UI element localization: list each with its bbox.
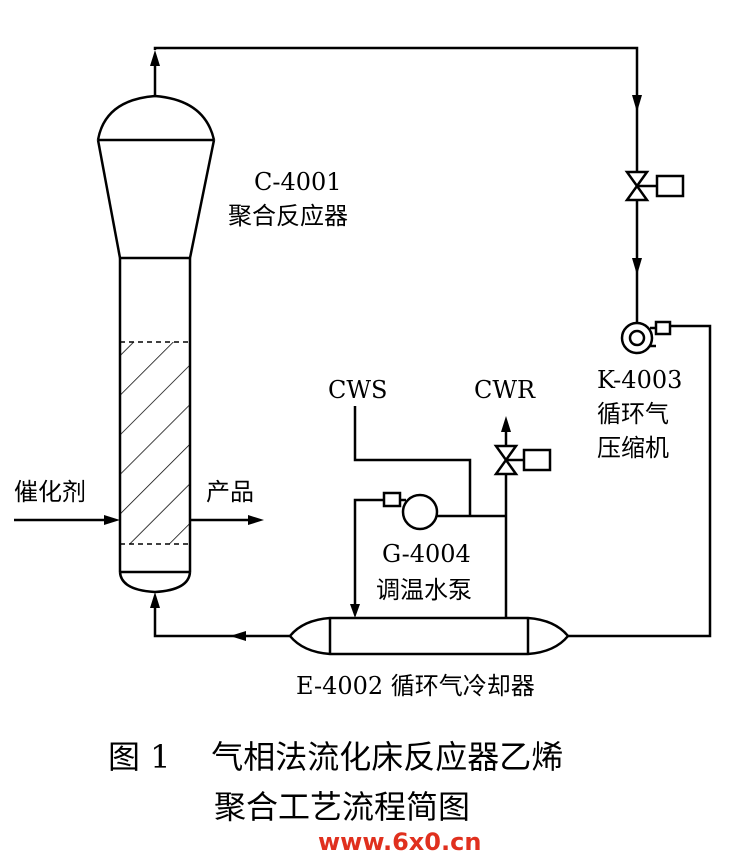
reactor-tag: C-4001: [254, 168, 342, 196]
arrow-right-icon: [248, 515, 264, 525]
arrow-up-icon: [501, 416, 511, 432]
arrow-up-icon: [150, 50, 160, 66]
control-valve-cwr: [493, 444, 552, 476]
arrow-up-icon: [150, 592, 160, 608]
cooler-label: E-4002 循环气冷却器: [296, 672, 535, 700]
compressor-tag: K-4003: [597, 366, 682, 394]
arrow-left-icon: [230, 631, 246, 641]
pump-name: 调温水泵: [376, 576, 472, 604]
product-label: 产品: [206, 478, 254, 506]
cws-label: CWS: [328, 376, 387, 404]
compressor-name-line2: 压缩机: [597, 434, 669, 462]
arrow-down-icon: [632, 258, 642, 275]
cwr-label: CWR: [474, 376, 536, 404]
compressor-name-line1: 循环气: [597, 400, 669, 428]
cooler-vessel: [288, 616, 570, 656]
figure-caption-line1: 图 1 气相法流化床反应器乙烯: [108, 738, 563, 776]
arrow-down-icon: [350, 604, 360, 618]
pump-tag: G-4004: [382, 540, 471, 568]
reactor-name: 聚合反应器: [228, 202, 348, 230]
arrow-down-icon: [632, 95, 642, 112]
arrow-right-icon: [104, 515, 120, 525]
pump-icon: [382, 491, 439, 531]
watermark-text: www.6x0.cn: [318, 828, 481, 856]
reactor-vessel: [96, 94, 216, 594]
compressor-icon: [620, 320, 672, 355]
figure-caption-line2: 聚合工艺流程简图: [214, 788, 470, 826]
fluidized-bed: [120, 342, 190, 544]
control-valve-recycle: [624, 170, 685, 202]
catalyst-label: 催化剂: [14, 478, 86, 506]
